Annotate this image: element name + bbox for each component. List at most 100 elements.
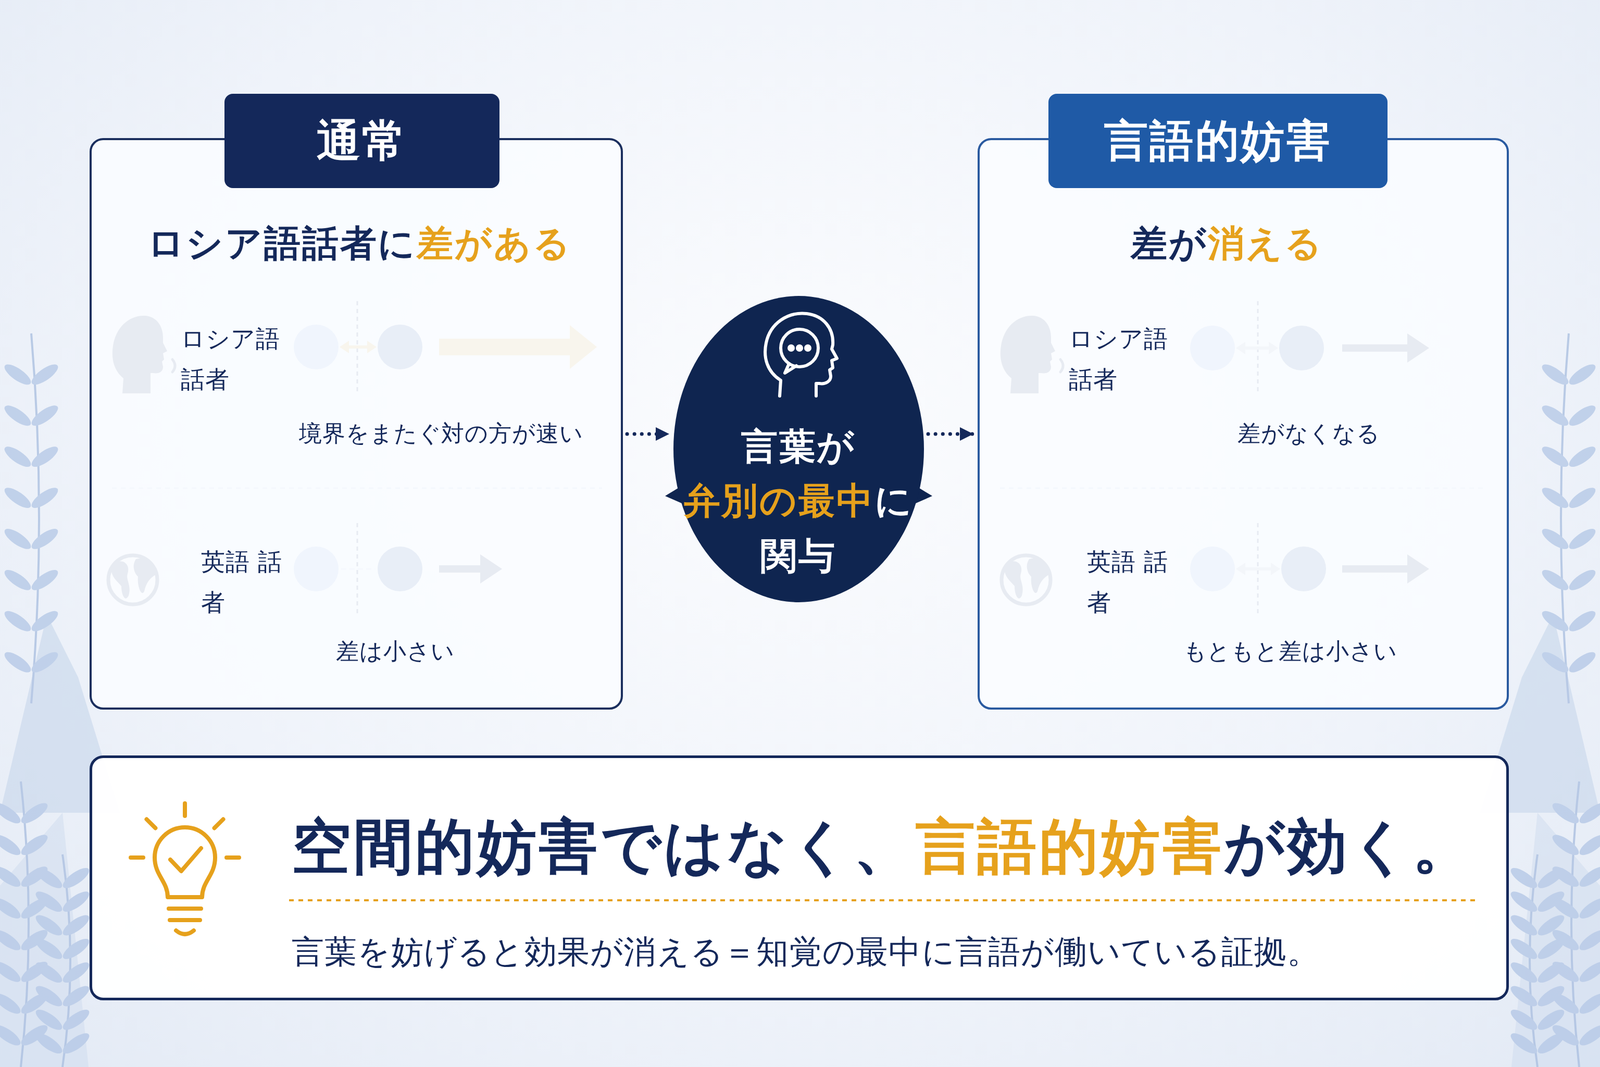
leaf <box>0 989 24 1017</box>
speech-tail <box>784 363 797 373</box>
leaf <box>28 442 61 470</box>
leaf <box>28 648 61 676</box>
heading-tab: 言語的妨害 <box>1048 93 1388 189</box>
speech-dot <box>797 345 802 350</box>
leaf <box>1576 862 1600 890</box>
leaf <box>1566 402 1599 430</box>
leaf <box>1566 483 1599 511</box>
leaf <box>1 607 34 635</box>
leaf <box>59 934 93 962</box>
thought-bubble: 言葉が弁別の最中に関与 <box>673 295 924 603</box>
leaf <box>59 1005 93 1033</box>
label-text: 境界をまたぐ対の方が速い <box>298 419 584 447</box>
leaf <box>18 989 51 1017</box>
text-line: 言葉を妨げると効果が消える＝知覚の最中に言語が働いている証拠。 <box>291 931 1320 972</box>
text-line: ロシア語 話者 <box>180 318 284 400</box>
text-line: 英語 話者 <box>201 541 305 623</box>
leaf <box>1549 926 1582 954</box>
label-text: 消える <box>1207 221 1324 265</box>
label-text: 言葉を妨げると効果が消える＝知覚の最中に言語が働いている証拠。 <box>291 932 1320 971</box>
bubble-body <box>673 295 924 603</box>
leaf <box>1539 566 1572 594</box>
leaf <box>0 926 24 954</box>
leaf <box>59 864 93 892</box>
leaf <box>59 887 93 915</box>
text-line: 弁別の最中に <box>683 478 914 524</box>
heading-text: 通常 <box>316 113 408 169</box>
leaf <box>1539 483 1572 511</box>
text-line: 言葉が <box>741 423 856 470</box>
text-line: もともと差は小さい <box>1183 636 1398 666</box>
label-text: 弁別の最中 <box>683 479 875 522</box>
panel-box: 通常ロシア語話者に差があるロシア語 話者境界をまたぐ対の方が速い英語 話者差は小… <box>89 138 623 710</box>
leaf <box>1507 934 1541 962</box>
leaf <box>1549 862 1582 890</box>
leaf <box>1576 957 1600 985</box>
label-text: に <box>874 479 914 522</box>
leaf <box>1566 442 1599 470</box>
bulb-ray <box>214 818 224 828</box>
leaf-stem <box>1571 781 1580 1067</box>
bulb-glass <box>154 827 216 897</box>
label-text: 差がある <box>416 221 572 265</box>
leaf <box>1549 894 1582 922</box>
leaf <box>18 1021 51 1049</box>
label-text: もともと差は小さい <box>1183 637 1398 665</box>
label-text: が効く。 <box>1223 811 1474 881</box>
leaf <box>0 831 24 859</box>
bulb-ray <box>130 855 144 860</box>
leaf <box>1566 607 1599 635</box>
leaf <box>59 982 93 1010</box>
check-mark <box>170 847 202 871</box>
label-text: 差は小さい <box>335 637 455 665</box>
label-text: 英語 話者 <box>201 541 305 623</box>
leaf <box>28 483 61 511</box>
leaf <box>18 831 51 859</box>
leaf <box>1539 402 1572 430</box>
leaf <box>18 894 51 922</box>
leaf <box>28 566 61 594</box>
bulb-icon <box>130 803 240 934</box>
bulb-tip <box>176 930 194 934</box>
speech-bubble <box>780 329 819 367</box>
leaf-stem <box>31 333 40 704</box>
leaf <box>1507 864 1541 892</box>
leaf <box>28 360 61 389</box>
text-line: 境界をまたぐ対の方が速い <box>298 418 584 448</box>
label-text: ロシア語話者に <box>147 221 418 265</box>
leaf <box>1 360 34 389</box>
bulb-ray <box>182 803 187 816</box>
dotted-connector <box>928 432 974 436</box>
leaf <box>59 1029 93 1057</box>
leaf <box>1576 831 1600 859</box>
label-text: 差がなくなる <box>1237 419 1381 447</box>
leaf <box>1 566 34 594</box>
leaf <box>1549 799 1582 827</box>
label-text: 関与 <box>760 534 837 578</box>
leaf <box>1566 360 1599 389</box>
text-line: 英語 話者 <box>1086 541 1191 623</box>
speech-dot <box>789 345 794 350</box>
panel-box: 言語的妨害差が消えるロシア語 話者差がなくなる英語 話者もともと差は小さい <box>977 138 1509 710</box>
bulb-base <box>168 906 202 911</box>
text-line: 差が消える <box>1130 220 1324 267</box>
leaf <box>18 862 51 890</box>
leaf <box>1539 648 1572 676</box>
leaf <box>1507 1005 1541 1033</box>
leaf <box>59 958 93 986</box>
label-text: 言語的妨害 <box>915 811 1225 881</box>
leaf <box>0 957 24 985</box>
leaf <box>1549 989 1582 1017</box>
leaf <box>1507 958 1541 986</box>
label-text: 空間的妨害ではなく、 <box>291 811 916 881</box>
leaf <box>1 648 34 676</box>
leaf <box>28 402 61 430</box>
leaf <box>1 483 34 511</box>
leaf <box>1 402 34 430</box>
heading-tab: 通常 <box>224 93 500 189</box>
leaf <box>1539 607 1572 635</box>
leaf <box>1507 887 1541 915</box>
leaf <box>1539 525 1572 553</box>
